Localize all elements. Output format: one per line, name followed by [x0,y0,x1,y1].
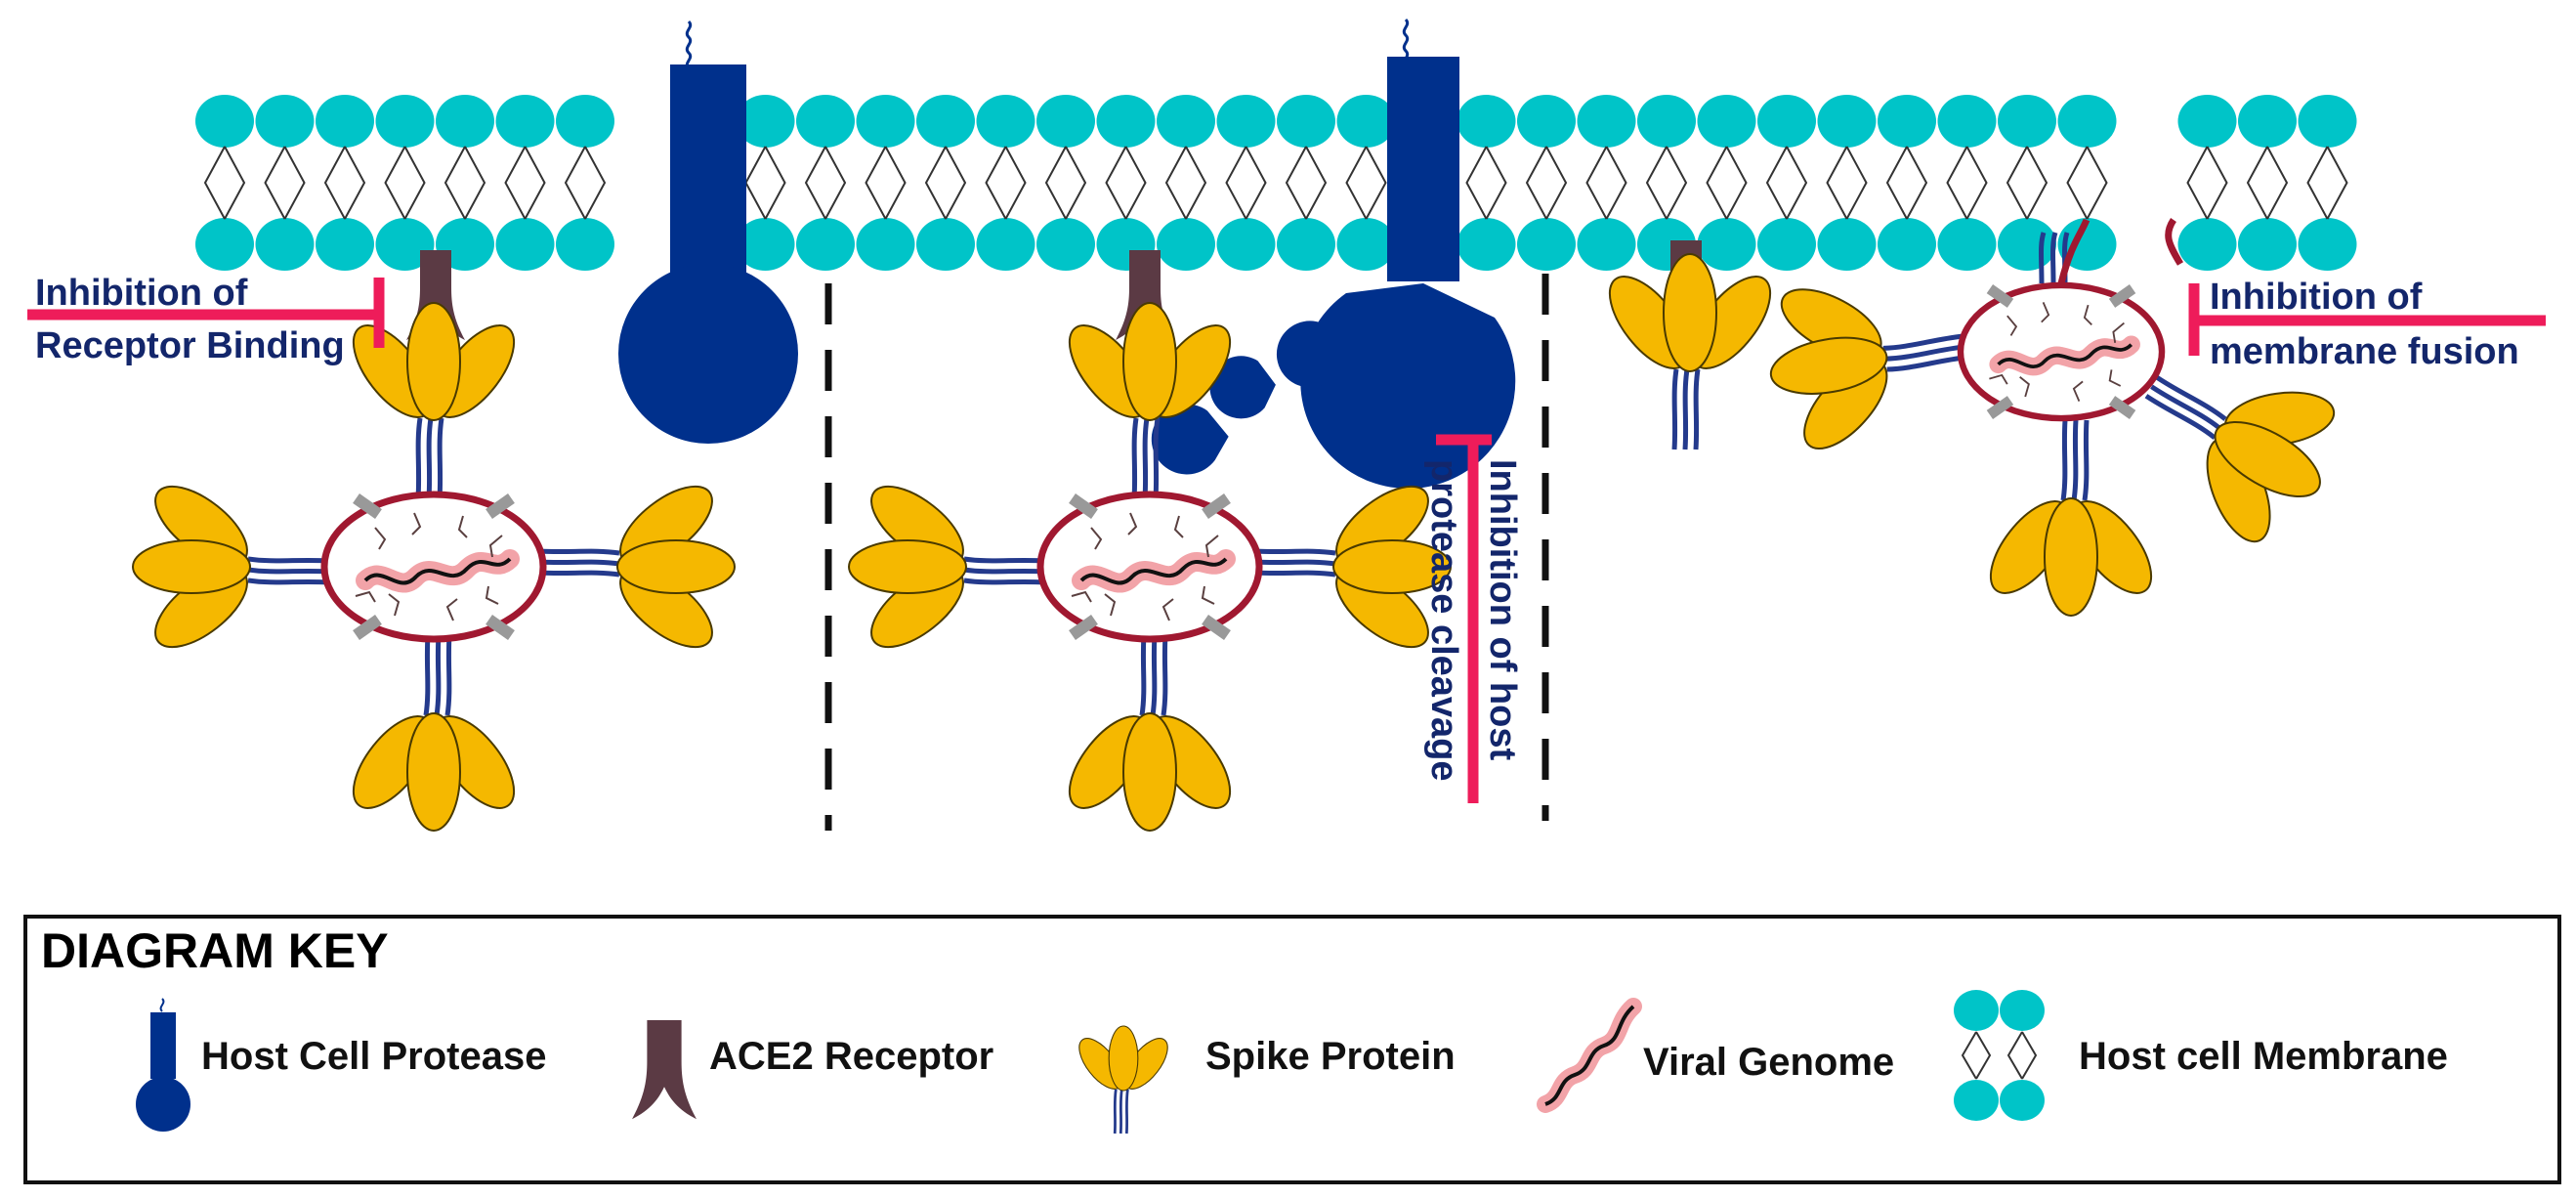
protease-icon [136,998,190,1132]
protease-fragments [1151,321,1348,475]
key-label-membrane: Host cell Membrane [2079,1035,2448,1078]
diagram-key: DIAGRAM KEY Host Cell Protease ACE2 Rece… [23,915,2561,1184]
key-label-protease: Host Cell Protease [201,1035,546,1078]
inhibition-membrane-fusion-line1: Inhibition of [2210,277,2423,318]
detached-spike-protein [1595,254,1785,450]
inhibition-membrane-fusion-marker [2188,283,2546,356]
inhibition-protease-cleavage-line1: Inhibition of host [1482,459,1523,760]
membrane-icon [1954,990,2045,1121]
inhibition-membrane-fusion-line2: membrane fusion [2210,331,2519,372]
key-label-ace2: ACE2 Receptor [709,1035,993,1078]
key-label-spike: Spike Protein [1205,1035,1456,1078]
inhibition-receptor-binding-marker [27,278,385,348]
key-label-genome: Viral Genome [1643,1041,1894,1084]
inhibition-protease-cleavage-marker [1436,434,1492,803]
viral-genome-icon [1537,998,1642,1113]
host-cell-membrane [195,95,2357,271]
inhibition-protease-cleavage-line2: protease cleavage [1423,459,1464,782]
host-cell-protease-left [618,20,798,444]
inhibition-receptor-binding-line2: Receptor Binding [35,325,345,366]
inhibition-receptor-binding-line1: Inhibition of [35,273,248,314]
diagram-key-title: DIAGRAM KEY [41,923,389,978]
